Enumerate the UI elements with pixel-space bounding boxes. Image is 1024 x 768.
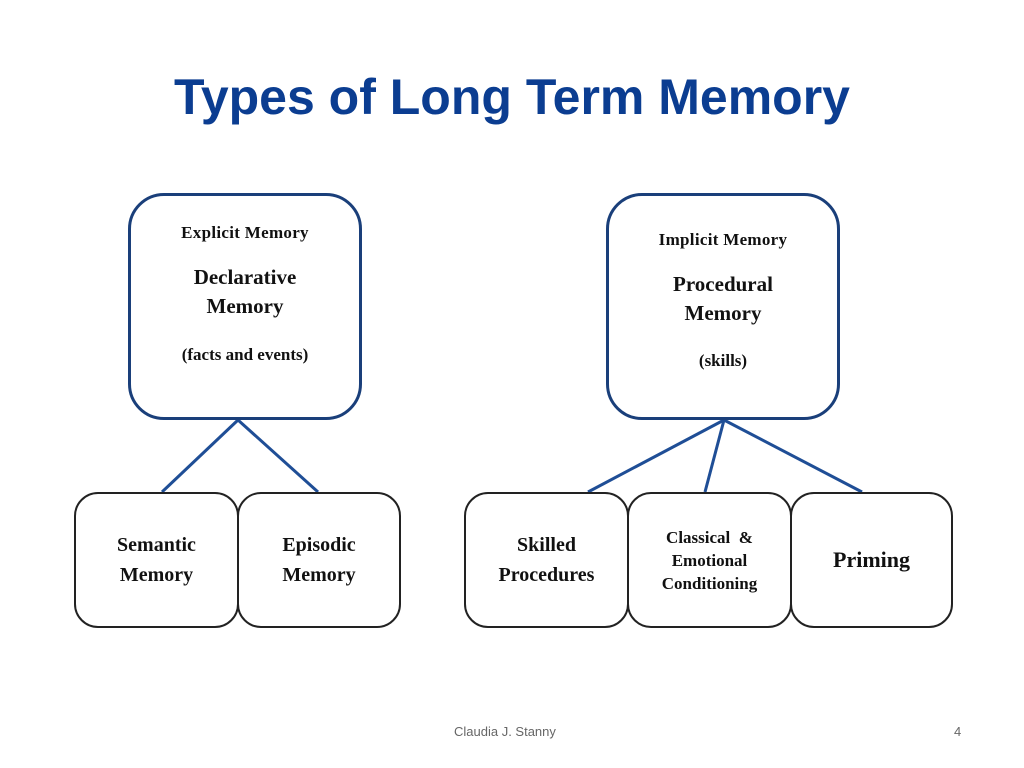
- explicit-memory-heading: Explicit Memory: [181, 223, 309, 242]
- explicit-memory-note: (facts and events): [181, 345, 309, 364]
- connector-implicit-classical: [703, 419, 726, 493]
- implicit-memory-box: Implicit Memory Procedural Memory (skill…: [606, 193, 840, 420]
- procedural-line1: Procedural: [673, 272, 773, 296]
- episodic-line2: Memory: [282, 564, 356, 586]
- connector-explicit-episodic: [236, 418, 320, 494]
- connector-implicit-priming: [723, 418, 863, 494]
- classical-line2: Emotional: [671, 550, 748, 570]
- semantic-line2: Memory: [119, 564, 194, 586]
- skilled-line2: Procedures: [498, 564, 595, 586]
- connector-implicit-skilled: [587, 418, 725, 494]
- connector-explicit-semantic: [160, 418, 240, 494]
- slide-title: Types of Long Term Memory: [173, 69, 850, 125]
- classical-conditioning-box: Classical & Emotional Conditioning: [627, 492, 792, 628]
- skilled-procedures-box: Skilled Procedures: [464, 492, 629, 628]
- procedural-line2: Memory: [684, 301, 762, 325]
- classical-line1: Classical &: [666, 527, 753, 547]
- footer-author: Claudia J. Stanny: [454, 724, 556, 739]
- declarative-line2: Memory: [206, 294, 284, 318]
- episodic-memory-box: Episodic Memory: [237, 492, 401, 628]
- priming-box: Priming: [790, 492, 953, 628]
- episodic-line1: Episodic: [282, 534, 356, 556]
- page-number: 4: [954, 724, 962, 739]
- implicit-memory-heading: Implicit Memory: [658, 230, 788, 249]
- priming-label: Priming: [833, 547, 910, 572]
- declarative-line1: Declarative: [193, 265, 297, 289]
- classical-line3: Conditioning: [661, 573, 758, 593]
- implicit-memory-note: (skills): [698, 351, 748, 370]
- semantic-memory-box: Semantic Memory: [74, 492, 239, 628]
- skilled-line1: Skilled: [517, 534, 576, 556]
- explicit-memory-box: Explicit Memory Declarative Memory (fact…: [128, 193, 362, 420]
- semantic-line1: Semantic: [117, 534, 196, 556]
